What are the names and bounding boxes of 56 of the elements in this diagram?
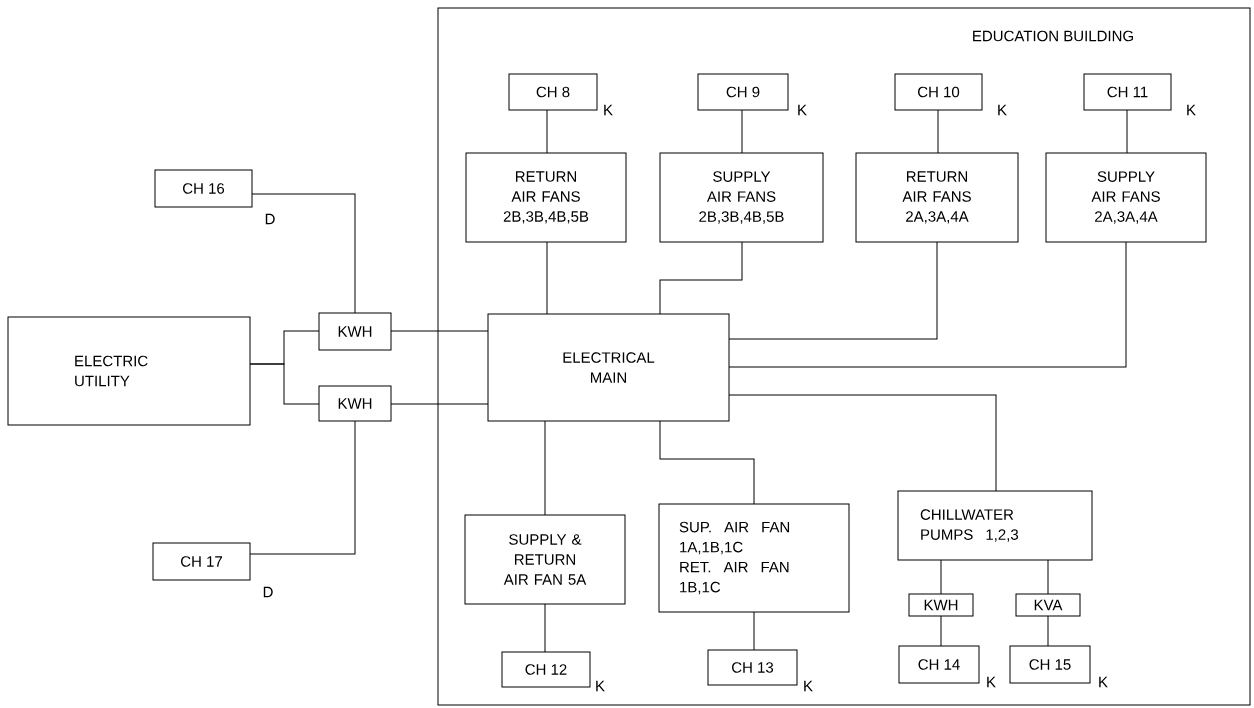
connector-line: [753, 611, 755, 651]
connector-line: [546, 241, 548, 315]
suffix-letter: D: [263, 586, 273, 598]
channel-box: CH 13: [707, 649, 798, 686]
connector-line: [659, 241, 743, 315]
connector-line: [741, 109, 743, 154]
connector-line: [659, 420, 755, 505]
equipment-box: SUP. AIR FAN 1A,1B,1C RET. AIR FAN 1B,1C: [658, 503, 850, 613]
channel-box: CH 16: [154, 169, 253, 208]
utility-box: ELECTRIC UTILITY: [7, 316, 251, 426]
channel-box: CH 10: [894, 73, 983, 111]
main-panel-box: ELECTRICAL MAIN: [487, 313, 730, 422]
suffix-letter: K: [998, 104, 1007, 116]
suffix-letter: K: [1099, 676, 1108, 688]
connector-line: [390, 403, 489, 405]
equipment-box: RETURN AIR FANS 2B,3B,4B,5B: [465, 152, 627, 243]
connector-line: [249, 420, 356, 555]
meter-box: KWH: [318, 385, 392, 422]
channel-box: CH 14: [898, 645, 980, 684]
suffix-letter: K: [604, 104, 613, 116]
connector-line: [940, 559, 942, 595]
connector-line: [940, 615, 942, 647]
building-label: EDUCATION BUILDING: [973, 30, 1133, 42]
connector-line: [1126, 109, 1128, 154]
meter-box: KWH: [908, 593, 974, 617]
suffix-letter: K: [1187, 104, 1196, 116]
meter-box: KVA: [1015, 593, 1081, 617]
suffix-letter: K: [804, 680, 813, 692]
connector-line: [390, 330, 489, 332]
equipment-box: CHILLWATER PUMPS 1,2,3: [897, 490, 1093, 561]
equipment-box: RETURN AIR FANS 2A,3A,4A: [855, 152, 1019, 243]
connector-line: [544, 603, 546, 653]
channel-box: CH 12: [501, 651, 591, 688]
connector-line: [249, 363, 320, 405]
equipment-box: SUPPLY AIR FANS 2A,3A,4A: [1045, 152, 1207, 243]
channel-box: CH 8: [508, 73, 598, 111]
connector-line: [1047, 615, 1049, 647]
channel-box: CH 15: [1009, 645, 1091, 684]
suffix-letter: K: [987, 676, 996, 688]
equipment-box: SUPPLY AIR FANS 2B,3B,4B,5B: [659, 152, 824, 243]
equipment-box: SUPPLY & RETURN AIR FAN 5A: [464, 514, 626, 605]
connector-line: [728, 241, 938, 340]
suffix-letter: K: [798, 104, 807, 116]
channel-box: CH 11: [1083, 73, 1172, 111]
channel-box: CH 17: [152, 542, 251, 581]
connector-line: [728, 241, 1127, 368]
connector-line: [728, 394, 997, 492]
connector-line: [546, 109, 548, 154]
connector-line: [251, 193, 356, 314]
channel-box: CH 9: [697, 73, 789, 111]
meter-box: KWH: [318, 312, 392, 351]
connector-line: [1047, 559, 1049, 595]
connector-line: [544, 420, 546, 516]
suffix-letter: D: [265, 213, 275, 225]
connector-line: [937, 109, 939, 154]
suffix-letter: K: [596, 680, 605, 692]
